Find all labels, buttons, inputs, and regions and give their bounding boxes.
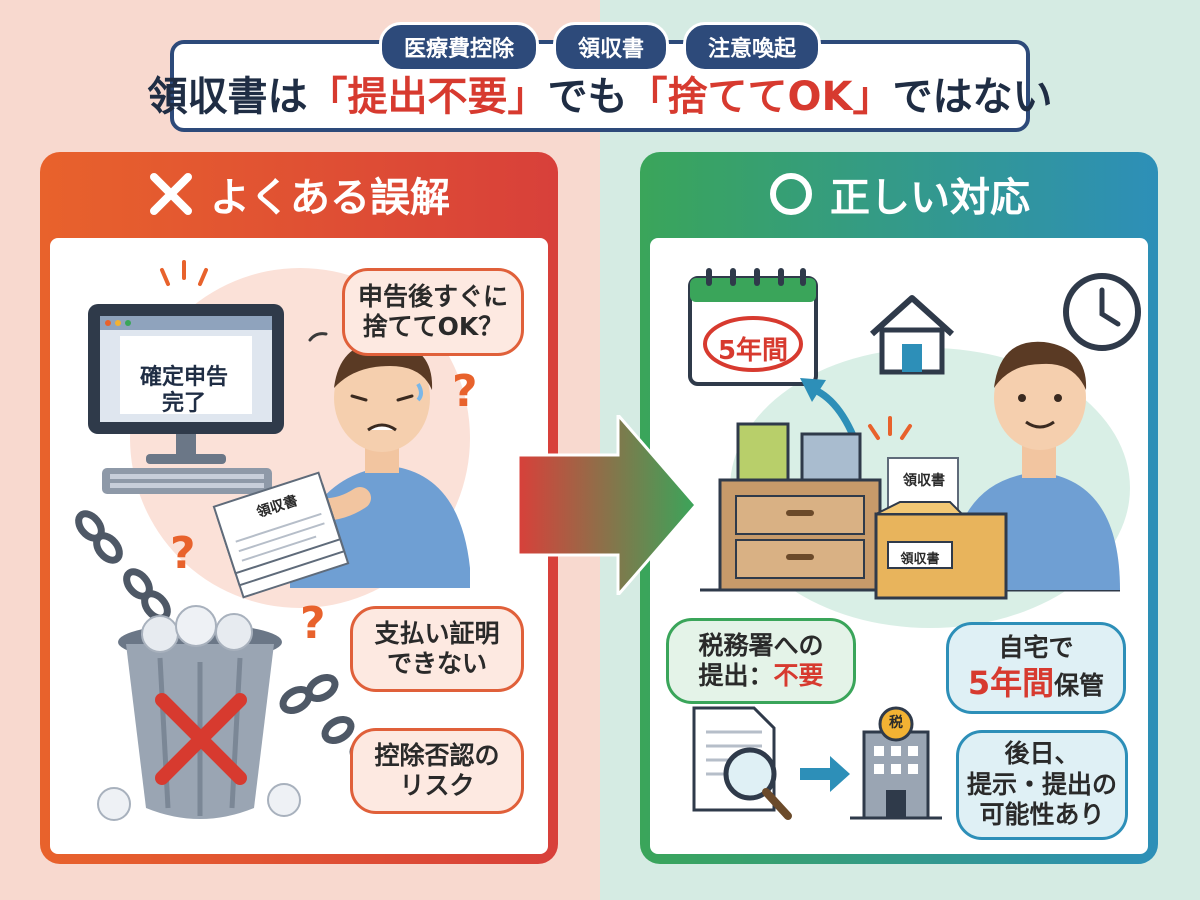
- bubble-proof-line-2: できない: [386, 649, 487, 678]
- trash-can-icon: [97, 605, 301, 821]
- cross-icon: [150, 173, 192, 215]
- right-arrow-icon: [516, 410, 698, 600]
- question-mark-icon: ?: [452, 366, 478, 417]
- correct-action-illustration: [688, 268, 1141, 820]
- headline-part-5: ではない: [892, 74, 1053, 120]
- headline-part-1: 領収書は: [147, 74, 308, 120]
- question-mark-icon: ?: [170, 528, 196, 579]
- misconception-title-text: よくある誤解: [210, 175, 450, 221]
- bubble-throw-away-question: 申告後すぐに 捨ててOK？: [342, 268, 524, 356]
- bubble-no-proof: 支払い証明 できない: [350, 606, 524, 692]
- document-search-icon: [692, 706, 792, 820]
- bubble-tax-line-2a: 提出：: [698, 661, 774, 690]
- alert-lines-icon: [160, 260, 208, 286]
- sparkle-lines-icon: [868, 416, 912, 440]
- bubble-later-line-1: 後日、: [1004, 739, 1080, 769]
- headline-part-3: でも: [547, 74, 628, 120]
- bubble-later-line-2: 提示・提出の: [966, 769, 1117, 799]
- tax-sign: 税: [889, 715, 903, 731]
- bubble-home-line-1: 自宅で: [998, 633, 1074, 663]
- headline-part-2: 「提出不要」: [307, 74, 548, 120]
- tag-row: 医療費控除 領収書 注意喚起: [0, 22, 1200, 72]
- house-icon: [869, 295, 955, 375]
- bubble-later-request: 後日、 提示・提出の 可能性あり: [956, 730, 1128, 840]
- receipt-file-box-icon: [874, 457, 1008, 600]
- small-arrow-icon: [800, 756, 850, 792]
- correct-action-body: 5年間 領収書 領収書 税 税務署への 提出：不要 自宅で 5年間保管 後日、 …: [650, 238, 1148, 854]
- misconception-title: よくある誤解: [40, 152, 558, 236]
- bubble-deduction-risk: 控除否認の リスク: [350, 728, 524, 814]
- receipt-box-label: 領収書: [900, 552, 940, 567]
- monitor-line-2: 完了: [161, 391, 206, 416]
- clock-icon: [1063, 273, 1141, 351]
- calendar-text: 5年間: [708, 330, 798, 367]
- monitor-icon: [88, 304, 284, 494]
- storage-cabinet-icon: [700, 422, 1120, 592]
- tax-office-building-icon: [850, 706, 942, 820]
- calendar-years: 5年間: [717, 336, 789, 366]
- correct-action-title: 正しい対応: [640, 152, 1158, 236]
- calendar-icon: [688, 268, 818, 386]
- bubble-question-line-1: 申告後すぐに: [357, 281, 508, 311]
- bubble-tax-line-1: 税務署への: [698, 630, 824, 660]
- receipt-stack-icon: [212, 471, 350, 599]
- monitor-line-1: 確定申告: [139, 364, 228, 390]
- misconception-body: ? ? ?: [50, 238, 548, 854]
- bubble-proof-line-1: 支払い証明: [374, 618, 500, 648]
- misconception-panel: よくある誤解: [40, 152, 558, 864]
- headline-part-4: 「捨ててOK」: [627, 74, 893, 120]
- bubble-tax-line-2b: 不要: [773, 661, 824, 690]
- bubble-risk-line-1: 控除否認の: [374, 740, 500, 770]
- tag-medical-deduction: 医療費控除: [378, 22, 539, 72]
- correct-action-panel: 正しい対応: [640, 152, 1158, 864]
- bubble-question-line-2: 捨ててOK？: [362, 312, 504, 341]
- bubble-home-line-2a: 5年間: [967, 663, 1055, 702]
- bubble-keep-five-years: 自宅で 5年間保管: [946, 622, 1126, 714]
- transition-arrow: [516, 410, 698, 600]
- bubble-no-submission: 税務署への 提出：不要: [666, 618, 856, 704]
- bubble-later-line-3: 可能性あり: [979, 800, 1105, 830]
- circle-icon: [770, 173, 812, 215]
- bubble-risk-line-2: リスク: [399, 771, 475, 800]
- question-mark-icon: ?: [300, 598, 326, 649]
- tag-receipt: 領収書: [552, 22, 669, 72]
- headline: 領収書は「提出不要」でも「捨ててOK」ではない: [148, 64, 1053, 122]
- bubble-home-line-2b: 保管: [1054, 670, 1105, 700]
- correct-action-title-text: 正しい対応: [830, 175, 1030, 221]
- receipt-paper-label: 領収書: [903, 473, 945, 489]
- monitor-screen-text: 確定申告 完了: [118, 348, 250, 434]
- tag-caution: 注意喚起: [683, 22, 822, 72]
